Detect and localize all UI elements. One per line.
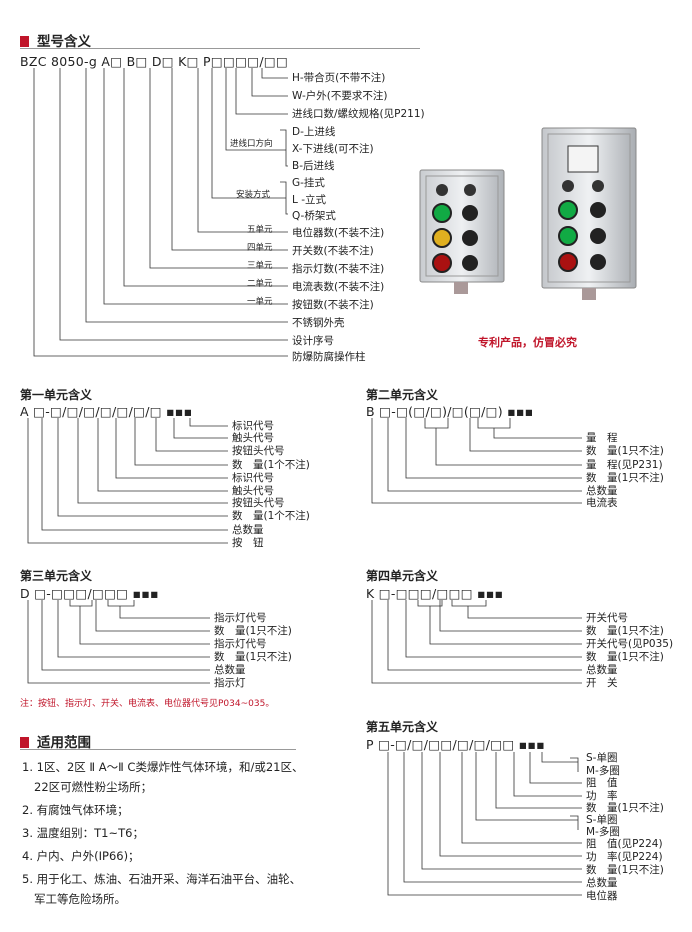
unit4-label-1: 数 量(1只不注) [586, 625, 664, 637]
unit3-label-4: 总数量 [214, 664, 246, 676]
unit2-label-5: 电流表 [586, 497, 618, 509]
unit5-label-3: 功 率 [586, 790, 618, 802]
red-square-icon [20, 36, 29, 47]
unit-label-5: 五单元 [247, 225, 273, 235]
model-label-standing: L -立式 [292, 194, 326, 206]
unit1-label-0: 标识代号 [232, 420, 274, 432]
product-large-box-image [540, 126, 640, 304]
scope-item-1: 1. 1区、2区 Ⅱ A～Ⅱ C类爆炸性气体环境，和/或21区、 [22, 760, 304, 774]
unit3-code: D □-□□□/□□□ ▪▪▪ [20, 586, 159, 601]
model-label-top-inlet: D-上进线 [292, 126, 336, 138]
unit2-code: B □-□(□/□)/□(□/□) ▪▪▪ [366, 404, 534, 419]
model-label-hinge: H-带合页(不带不注) [292, 72, 386, 84]
unit4-code: K □-□□□/□□□ ▪▪▪ [366, 586, 504, 601]
unit5-label-1: M-多圈 [586, 765, 620, 777]
unit-label-1: 一单元 [247, 297, 273, 307]
unit3-label-3: 数 量(1只不注) [214, 651, 292, 663]
unit1-label-6: 按钮头代号 [232, 497, 285, 509]
model-label-column: 防爆防腐操作柱 [292, 351, 366, 363]
model-label-hanging: G-挂式 [292, 177, 325, 189]
unit5-label-7: 阻 值(见P224) [586, 838, 663, 850]
red-square-icon [20, 737, 29, 748]
unit5-label-10: 总数量 [586, 877, 618, 889]
scope-item-3: 3. 温度组别：T1~T6； [22, 826, 144, 840]
unit4-label-5: 开 关 [586, 677, 618, 689]
model-label-potentiometer-count: 电位器数(不装不注) [292, 227, 385, 239]
model-label-outdoor: W-户外(不要求不注) [292, 90, 388, 102]
unit5-code: P □-□/□/□□/□/□/□□ ▪▪▪ [366, 737, 546, 752]
section-unit4-title: 第四单元含义 [366, 569, 439, 583]
model-code: BZC 8050-g A□ B□ D□ K□ P□□□□/□□ [20, 54, 289, 69]
model-label-back-inlet: B-后进线 [292, 160, 335, 172]
scope-item-5-cont: 军工等危险场所。 [34, 892, 126, 906]
unit5-label-5: S-单圈 [586, 814, 618, 826]
unit1-label-5: 触头代号 [232, 485, 274, 497]
unit-label-2: 二单元 [247, 279, 273, 289]
product-small-box-image [418, 168, 506, 300]
unit2-label-2: 量 程(见P231) [586, 459, 663, 471]
unit1-label-9: 按 钮 [232, 537, 264, 549]
unit5-label-0: S-单圈 [586, 752, 618, 764]
patent-notice: 专利产品，仿冒必究 [478, 336, 577, 349]
unit5-label-11: 电位器 [586, 890, 618, 902]
scope-item-5: 5. 用于化工、炼油、石油开采、海洋石油平台、油轮、 [22, 872, 302, 886]
model-label-light-count: 指示灯数(不装不注) [292, 263, 385, 275]
unit4-label-2: 开关代号(见P035) [586, 638, 674, 650]
unit2-label-0: 量 程 [586, 432, 618, 444]
model-label-inlet-count: 进线口数/螺纹规格(见P211) [292, 108, 425, 120]
unit-label-3: 三单元 [247, 261, 273, 271]
unit2-label-3: 数 量(1只不注) [586, 472, 664, 484]
unit3-label-0: 指示灯代号 [214, 612, 267, 624]
unit5-label-4: 数 量(1只不注) [586, 802, 664, 814]
scope-item-2: 2. 有腐蚀气体环境； [22, 803, 129, 817]
section-unit3-title: 第三单元含义 [20, 569, 93, 583]
unit-code-note: 注：按钮、指示灯、开关、电流表、电位器代号见P034~035。 [20, 699, 275, 709]
model-label-design-number: 设计序号 [292, 335, 334, 347]
group-label-inlet: 进线口方向 [230, 139, 273, 149]
unit1-label-3: 数 量(1个不注) [232, 459, 310, 471]
model-label-button-count: 按钮数(不装不注) [292, 299, 374, 311]
unit5-label-2: 阻 值 [586, 777, 618, 789]
section-scope-title: 适用范围 [20, 731, 91, 751]
section-unit1-title: 第一单元含义 [20, 388, 93, 402]
model-label-ammeter-count: 电流表数(不装不注) [292, 281, 385, 293]
model-label-stainless-shell: 不锈钢外壳 [292, 317, 345, 329]
group-label-install: 安装方式 [236, 190, 271, 200]
unit1-label-4: 标识代号 [232, 472, 274, 484]
section-unit2-title: 第二单元含义 [366, 388, 439, 402]
unit-label-4: 四单元 [247, 243, 273, 253]
unit1-label-1: 触头代号 [232, 432, 274, 444]
unit4-label-3: 数 量(1只不注) [586, 651, 664, 663]
unit5-label-9: 数 量(1只不注) [586, 864, 664, 876]
model-label-bridge: Q-桥架式 [292, 210, 336, 222]
unit2-label-4: 总数量 [586, 485, 618, 497]
unit1-code: A □-□/□/□/□/□/□/□ ▪▪▪ [20, 404, 193, 419]
unit4-label-4: 总数量 [586, 664, 618, 676]
unit3-label-5: 指示灯 [214, 677, 246, 689]
unit4-label-0: 开关代号 [586, 612, 628, 624]
section-unit5-title: 第五单元含义 [366, 720, 439, 734]
scope-item-4: 4. 户内、户外(IP66)； [22, 849, 140, 863]
divider [20, 48, 420, 49]
unit3-label-2: 指示灯代号 [214, 638, 267, 650]
unit5-label-8: 功 率(见P224) [586, 851, 663, 863]
unit1-label-2: 按钮头代号 [232, 445, 285, 457]
divider [20, 749, 296, 750]
unit5-label-6: M-多圈 [586, 826, 620, 838]
unit2-label-1: 数 量(1只不注) [586, 445, 664, 457]
unit1-label-7: 数 量(1个不注) [232, 510, 310, 522]
unit3-label-1: 数 量(1只不注) [214, 625, 292, 637]
model-label-switch-count: 开关数(不装不注) [292, 245, 374, 257]
model-label-bottom-inlet: X-下进线(可不注) [292, 143, 374, 155]
scope-item-1-cont: 22区可燃性粉尘场所； [34, 780, 153, 794]
unit1-label-8: 总数量 [232, 524, 264, 536]
section-model-meaning-title: 型号含义 [20, 30, 91, 50]
